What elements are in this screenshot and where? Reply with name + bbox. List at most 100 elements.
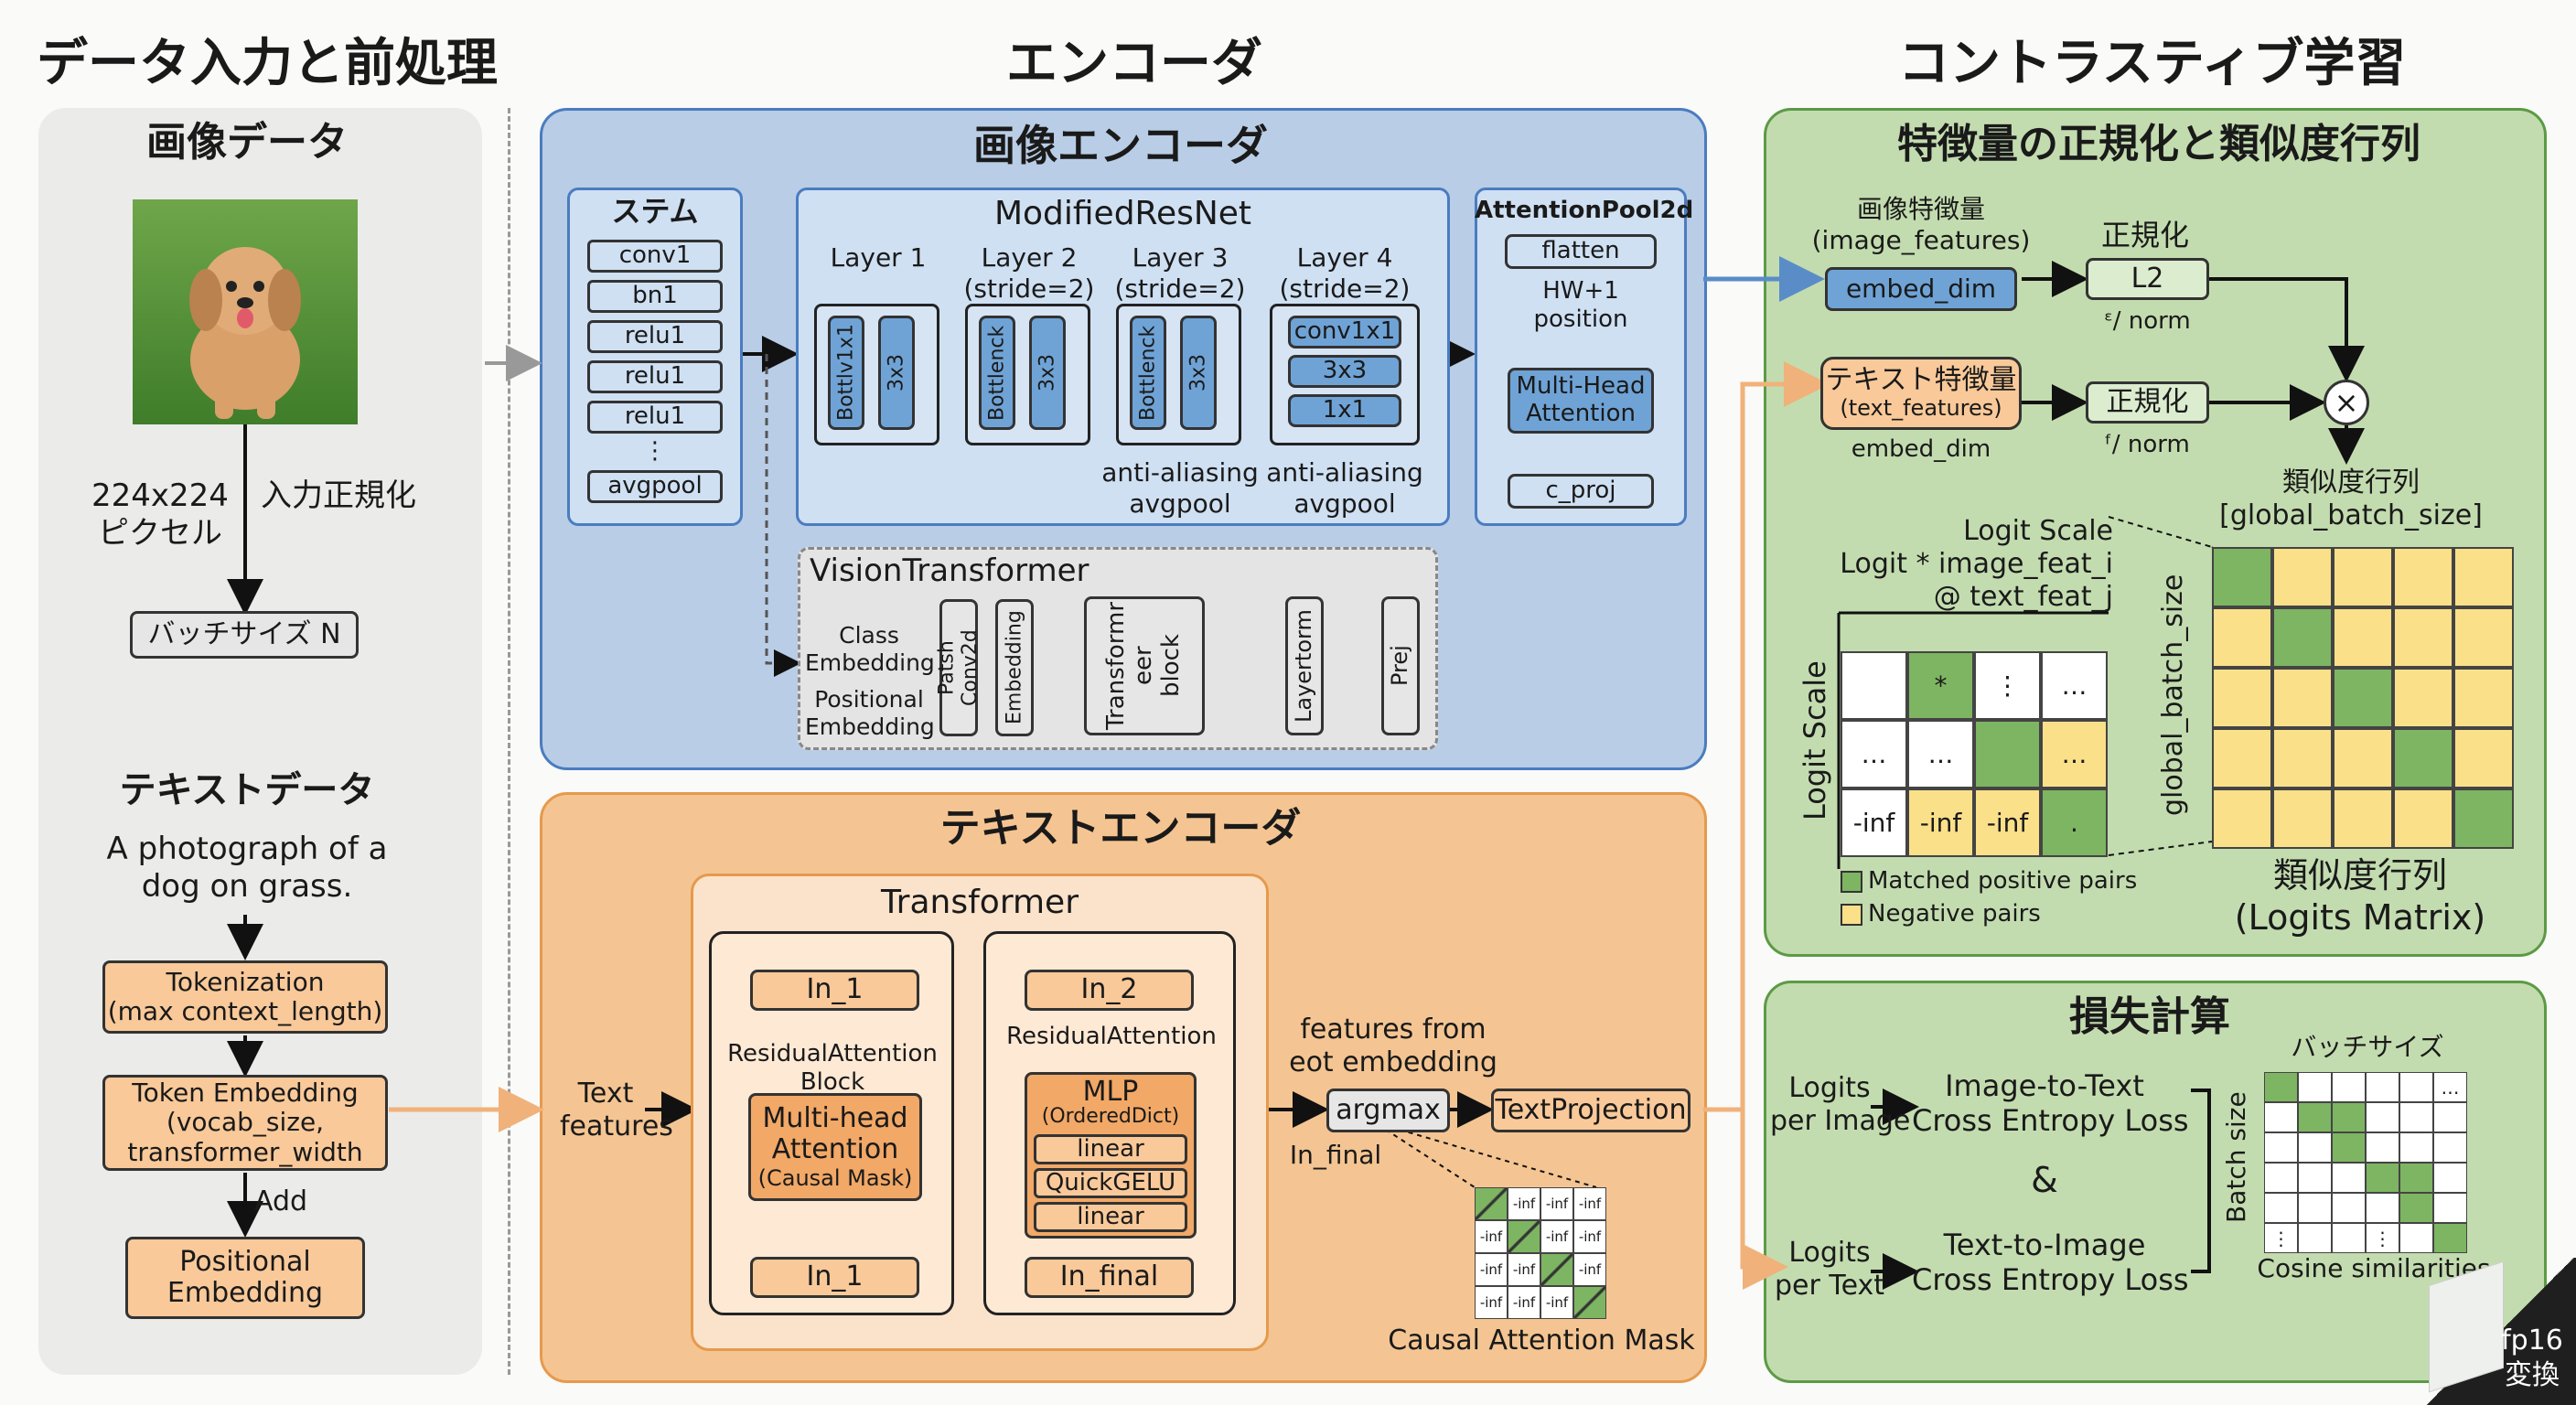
causal-mask-cell <box>1573 1286 1606 1319</box>
text-mha-box: Multi-head Attention (Causal Mask) <box>748 1093 922 1201</box>
causal-mask-cell: -inf <box>1540 1286 1573 1319</box>
stem-item: relu1 <box>587 401 723 434</box>
causal-mask-cell: -inf <box>1573 1187 1606 1220</box>
token-embedding-box: Token Embedding (vocab_size, transformer… <box>102 1075 388 1171</box>
logits-matrix-cell <box>2333 788 2393 849</box>
vit-proj: Prej <box>1381 596 1420 735</box>
small-matrix-cell: … <box>2041 651 2108 720</box>
logits-matrix-cell <box>2453 788 2514 849</box>
norm-label-1: ᵋ/ norm <box>2104 307 2191 335</box>
small-matrix-cell <box>1841 651 1907 720</box>
cosine-cell <box>2399 1072 2433 1102</box>
layer4-label: Layer 4 (stride=2) <box>1279 242 1411 304</box>
causal-mask-cell: -inf <box>1475 1253 1508 1286</box>
text-mha-label: Multi-head Attention <box>762 1101 908 1166</box>
cosine-cell <box>2264 1132 2298 1163</box>
cosine-cell <box>2332 1163 2366 1193</box>
text-encoder-title: テキストエンコーダ <box>939 805 1302 852</box>
similarity-matrix-title: 類似度行列 [global_batch_size] <box>2219 467 2483 531</box>
cosine-cell: ⋮ <box>2366 1223 2399 1253</box>
cosine-cell <box>2298 1102 2332 1132</box>
logits-matrix-cell <box>2272 728 2333 788</box>
logits-matrix-cell <box>2212 607 2272 668</box>
logits-matrix-cell <box>2453 668 2514 728</box>
text-features-jp: テキスト特徴量 <box>1825 363 2017 396</box>
logits-matrix-cell <box>2453 547 2514 607</box>
text-features-label: Text features <box>560 1078 673 1142</box>
logits-matrix-cell <box>2272 607 2333 668</box>
cosine-cell <box>2298 1072 2332 1102</box>
ln-final-box: In_final <box>1025 1257 1194 1298</box>
causal-mask-cell: -inf <box>1540 1220 1573 1253</box>
logits-matrix-cell <box>2393 728 2453 788</box>
mlp-item: linear <box>1034 1202 1187 1232</box>
cosine-cell <box>2366 1132 2399 1163</box>
layer4-antialias: anti-aliasing avgpool <box>1266 457 1423 519</box>
batch-size-side: Batch size <box>2221 1091 2251 1223</box>
small-matrix-cell: … <box>2041 720 2108 788</box>
legend-matched: Matched positive pairs <box>1868 867 2138 895</box>
class-embedding-label: Class Embedding <box>805 622 935 676</box>
patch-conv-box: Patsh Conv2d <box>936 599 982 736</box>
layer2-label: Layer 2 (stride=2) <box>963 242 1095 304</box>
causal-mask-cell: -inf <box>1573 1220 1606 1253</box>
logit-formula: Logit Scale Logit * image_feat_i @ text_… <box>1840 515 2113 613</box>
c-proj-box: c_proj <box>1508 474 1654 509</box>
loss-panel <box>1764 981 2547 1383</box>
logits-matrix-cell <box>2393 547 2453 607</box>
causal-mask-caption: Causal Attention Mask <box>1388 1325 1695 1357</box>
legend-negative-swatch <box>1841 904 1862 926</box>
flatten-box: flatten <box>1505 234 1657 269</box>
causal-mask-label: (Causal Mask) <box>757 1164 913 1191</box>
logits-matrix-cell <box>2272 788 2333 849</box>
causal-mask-cell <box>1508 1220 1540 1253</box>
header-contrastive: コントラスティブ学習 <box>1898 34 2407 93</box>
cosine-cell <box>2298 1163 2332 1193</box>
dog-photo <box>133 199 358 424</box>
layer4-conv1x1: conv1x1 <box>1288 316 1401 349</box>
stem-item: relu1 <box>587 320 723 353</box>
mlp-item: linear <box>1034 1134 1187 1164</box>
logits-matrix-cell <box>2272 668 2333 728</box>
stem-title: ステム <box>611 194 699 229</box>
logits-matrix-cell <box>2212 788 2272 849</box>
l2-box: L2 <box>2086 258 2209 300</box>
cosine-cell <box>2264 1102 2298 1132</box>
image-data-title: 画像データ <box>146 119 348 166</box>
cosine-cell: ⋮ <box>2264 1223 2298 1253</box>
attentionpool-title: AttentionPool2d <box>1475 197 1694 224</box>
logits-matrix-cell <box>2453 607 2514 668</box>
logits-matrix-cell <box>2453 728 2514 788</box>
ordered-dict-label: (OrderedDict) <box>1041 1105 1180 1128</box>
small-matrix-cell: -inf <box>1974 788 2041 857</box>
logits-matrix-cell <box>2333 668 2393 728</box>
small-matrix-cell: … <box>1907 720 1974 788</box>
cosine-cell <box>2399 1102 2433 1132</box>
argmax-box: argmax <box>1326 1089 1450 1132</box>
layer3-antialias: anti-aliasing avgpool <box>1101 457 1259 519</box>
logits-matrix-cell <box>2333 728 2393 788</box>
logits-matrix-cell <box>2212 547 2272 607</box>
add-label: Add <box>254 1185 308 1217</box>
logits-matrix-cell <box>2212 728 2272 788</box>
cosine-cell <box>2399 1163 2433 1193</box>
header-encoder: エンコーダ <box>1006 34 1262 93</box>
cosine-cell <box>2399 1193 2433 1223</box>
batch-size-box: バッチサイズ N <box>130 611 359 659</box>
logits-matrix-cell <box>2333 547 2393 607</box>
layer1-label: Layer 1 <box>830 242 927 273</box>
stem-item: relu1 <box>587 360 723 393</box>
cosine-cell <box>2332 1223 2366 1253</box>
multiply-icon: × <box>2324 380 2369 425</box>
ln1-bottom-box: In_1 <box>750 1257 919 1298</box>
small-matrix-cell: … <box>1841 720 1907 788</box>
causal-mask-cell: -inf <box>1508 1253 1540 1286</box>
fp16-sub-label: 変換 <box>2505 1359 2560 1391</box>
small-matrix-cell: . <box>2041 788 2108 857</box>
layer1-conv3x3: 3x3 <box>878 316 915 430</box>
positional-embedding-label: Positional Embedding <box>805 686 935 740</box>
layer3-conv3x3: 3x3 <box>1180 316 1217 430</box>
eot-features-label: features from eot embedding <box>1289 1014 1497 1078</box>
legend-negative: Negative pairs <box>1868 900 2041 928</box>
logits-matrix-cell <box>2393 607 2453 668</box>
